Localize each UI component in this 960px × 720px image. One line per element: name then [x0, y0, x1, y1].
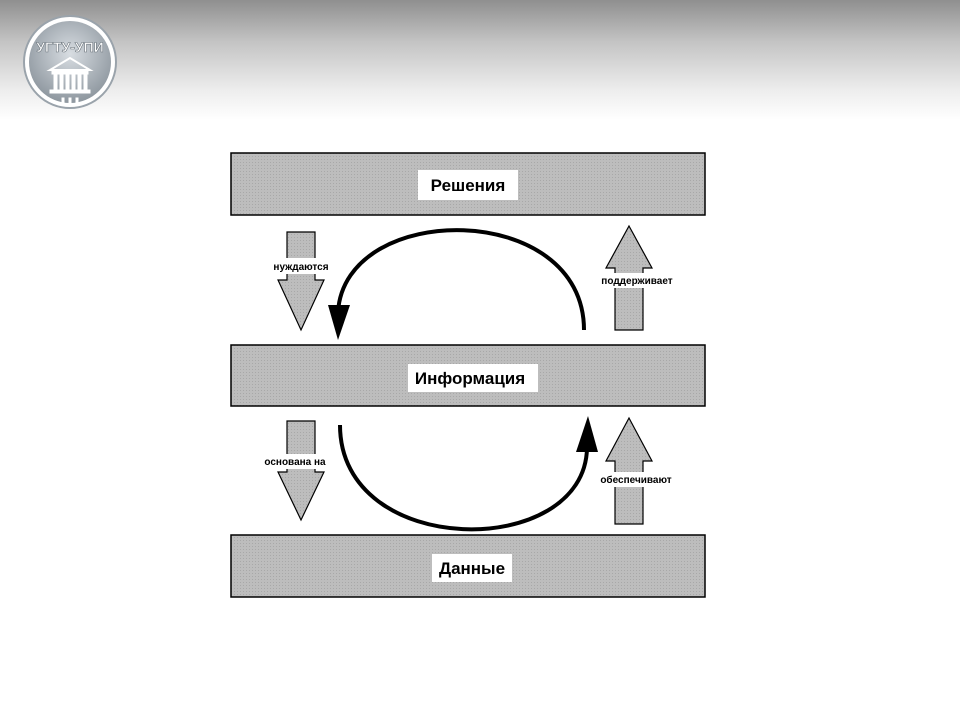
layer-information-label: Информация [415, 369, 525, 388]
arrow-based-on-label: основана на [264, 457, 326, 468]
arrow-support: поддерживает [592, 224, 682, 331]
university-logo: УГТУ-УПИ [23, 15, 117, 109]
header-band [0, 0, 960, 120]
arrow-support-label: поддерживает [601, 276, 672, 287]
layer-decisions: Решения [230, 152, 706, 216]
arrow-provide: обеспечивают [588, 416, 684, 525]
arrow-need: нуждаются [262, 231, 340, 332]
arrow-provide-label: обеспечивают [600, 474, 671, 486]
logo-text: УГТУ-УПИ [36, 39, 103, 55]
layer-data-label: Данные [439, 559, 505, 578]
cycle-arrow-lower [338, 416, 598, 532]
arrow-need-label: нуждаются [273, 262, 328, 273]
university-building-icon [46, 56, 94, 105]
layer-information: Информация [230, 344, 706, 407]
cycle-arrow-upper [328, 228, 586, 340]
arrow-based-on: основана на [254, 420, 336, 522]
layer-data: Данные [230, 534, 706, 598]
layer-decisions-label: Решения [431, 176, 506, 195]
